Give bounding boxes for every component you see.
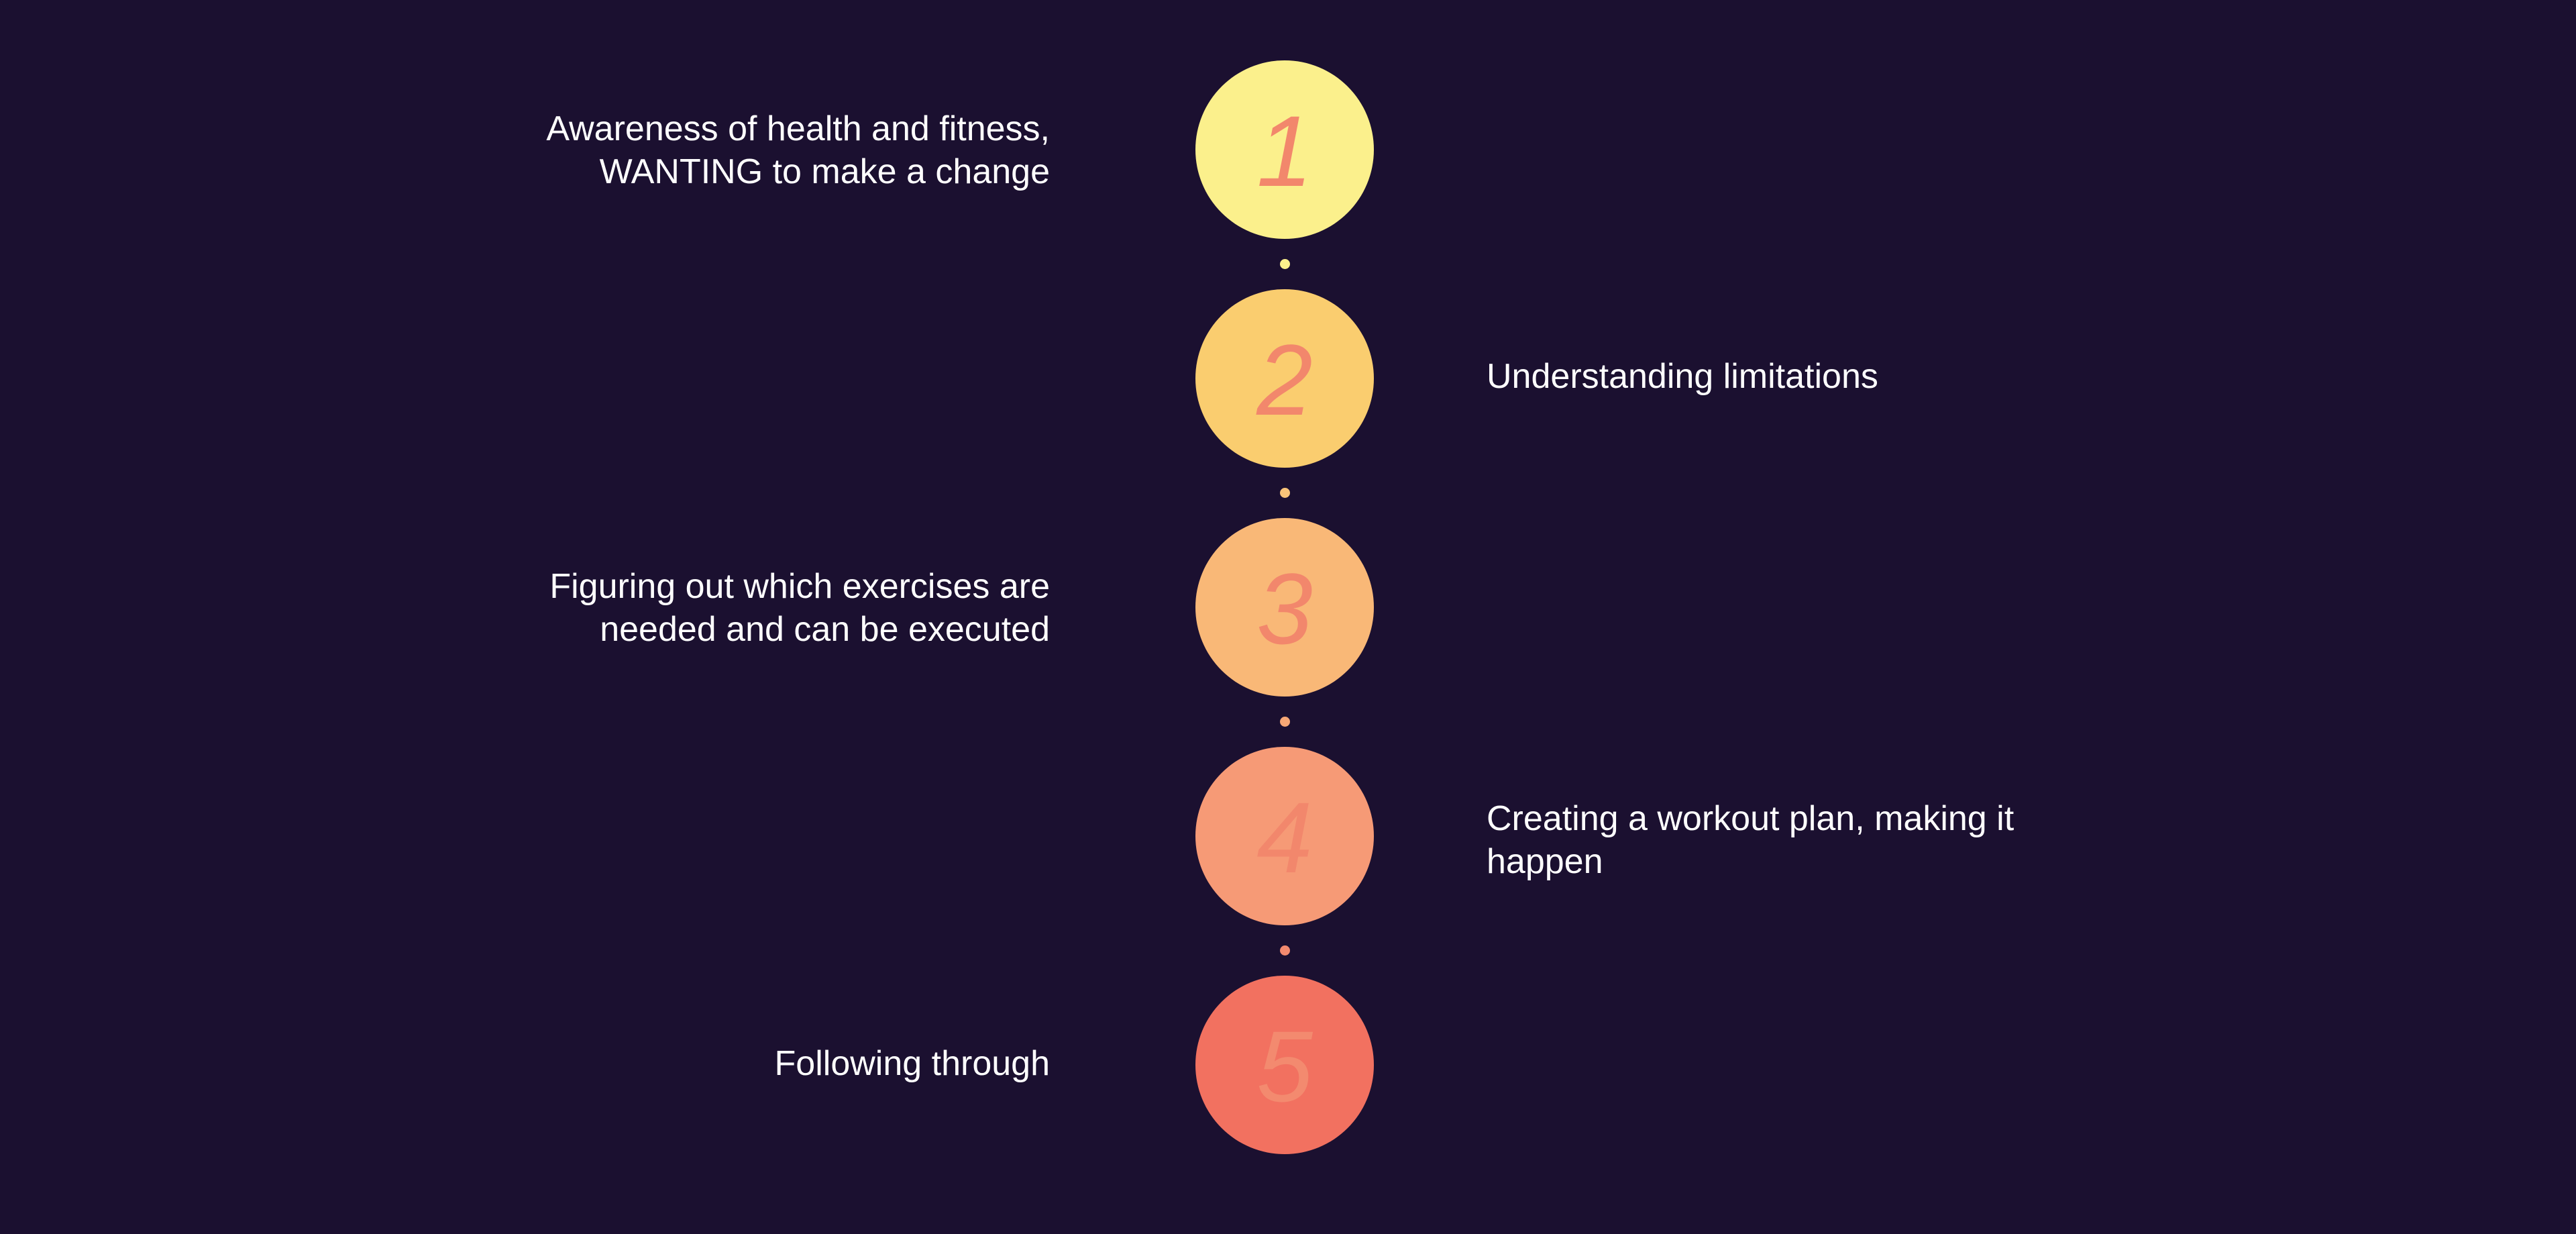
connector-dot-4 — [1280, 945, 1290, 956]
step-text-4: Creating a workout plan, making it happe… — [1487, 799, 2015, 881]
step-circle-4: 4 — [1195, 747, 1374, 925]
step-text-2: Understanding limitations — [1487, 357, 1878, 396]
step-circle-1: 1 — [1195, 60, 1374, 239]
step-circle-3: 3 — [1195, 518, 1374, 697]
step-circle-5: 5 — [1195, 976, 1374, 1154]
step-text-3: Figuring out which exercises are needed … — [549, 567, 1050, 649]
step-number-3: 3 — [1256, 552, 1313, 665]
step-number-5: 5 — [1256, 1010, 1313, 1123]
step-circle-2: 2 — [1195, 289, 1374, 468]
connector-dot-3 — [1280, 717, 1290, 727]
step-text-5: Following through — [774, 1044, 1050, 1083]
connector-dot-1 — [1280, 259, 1290, 269]
step-number-2: 2 — [1256, 323, 1313, 436]
connector-dot-2 — [1280, 488, 1290, 498]
step-number-1: 1 — [1256, 95, 1313, 207]
step-text-1: Awareness of health and fitness, WANTING… — [546, 109, 1050, 191]
step-number-4: 4 — [1256, 781, 1313, 894]
